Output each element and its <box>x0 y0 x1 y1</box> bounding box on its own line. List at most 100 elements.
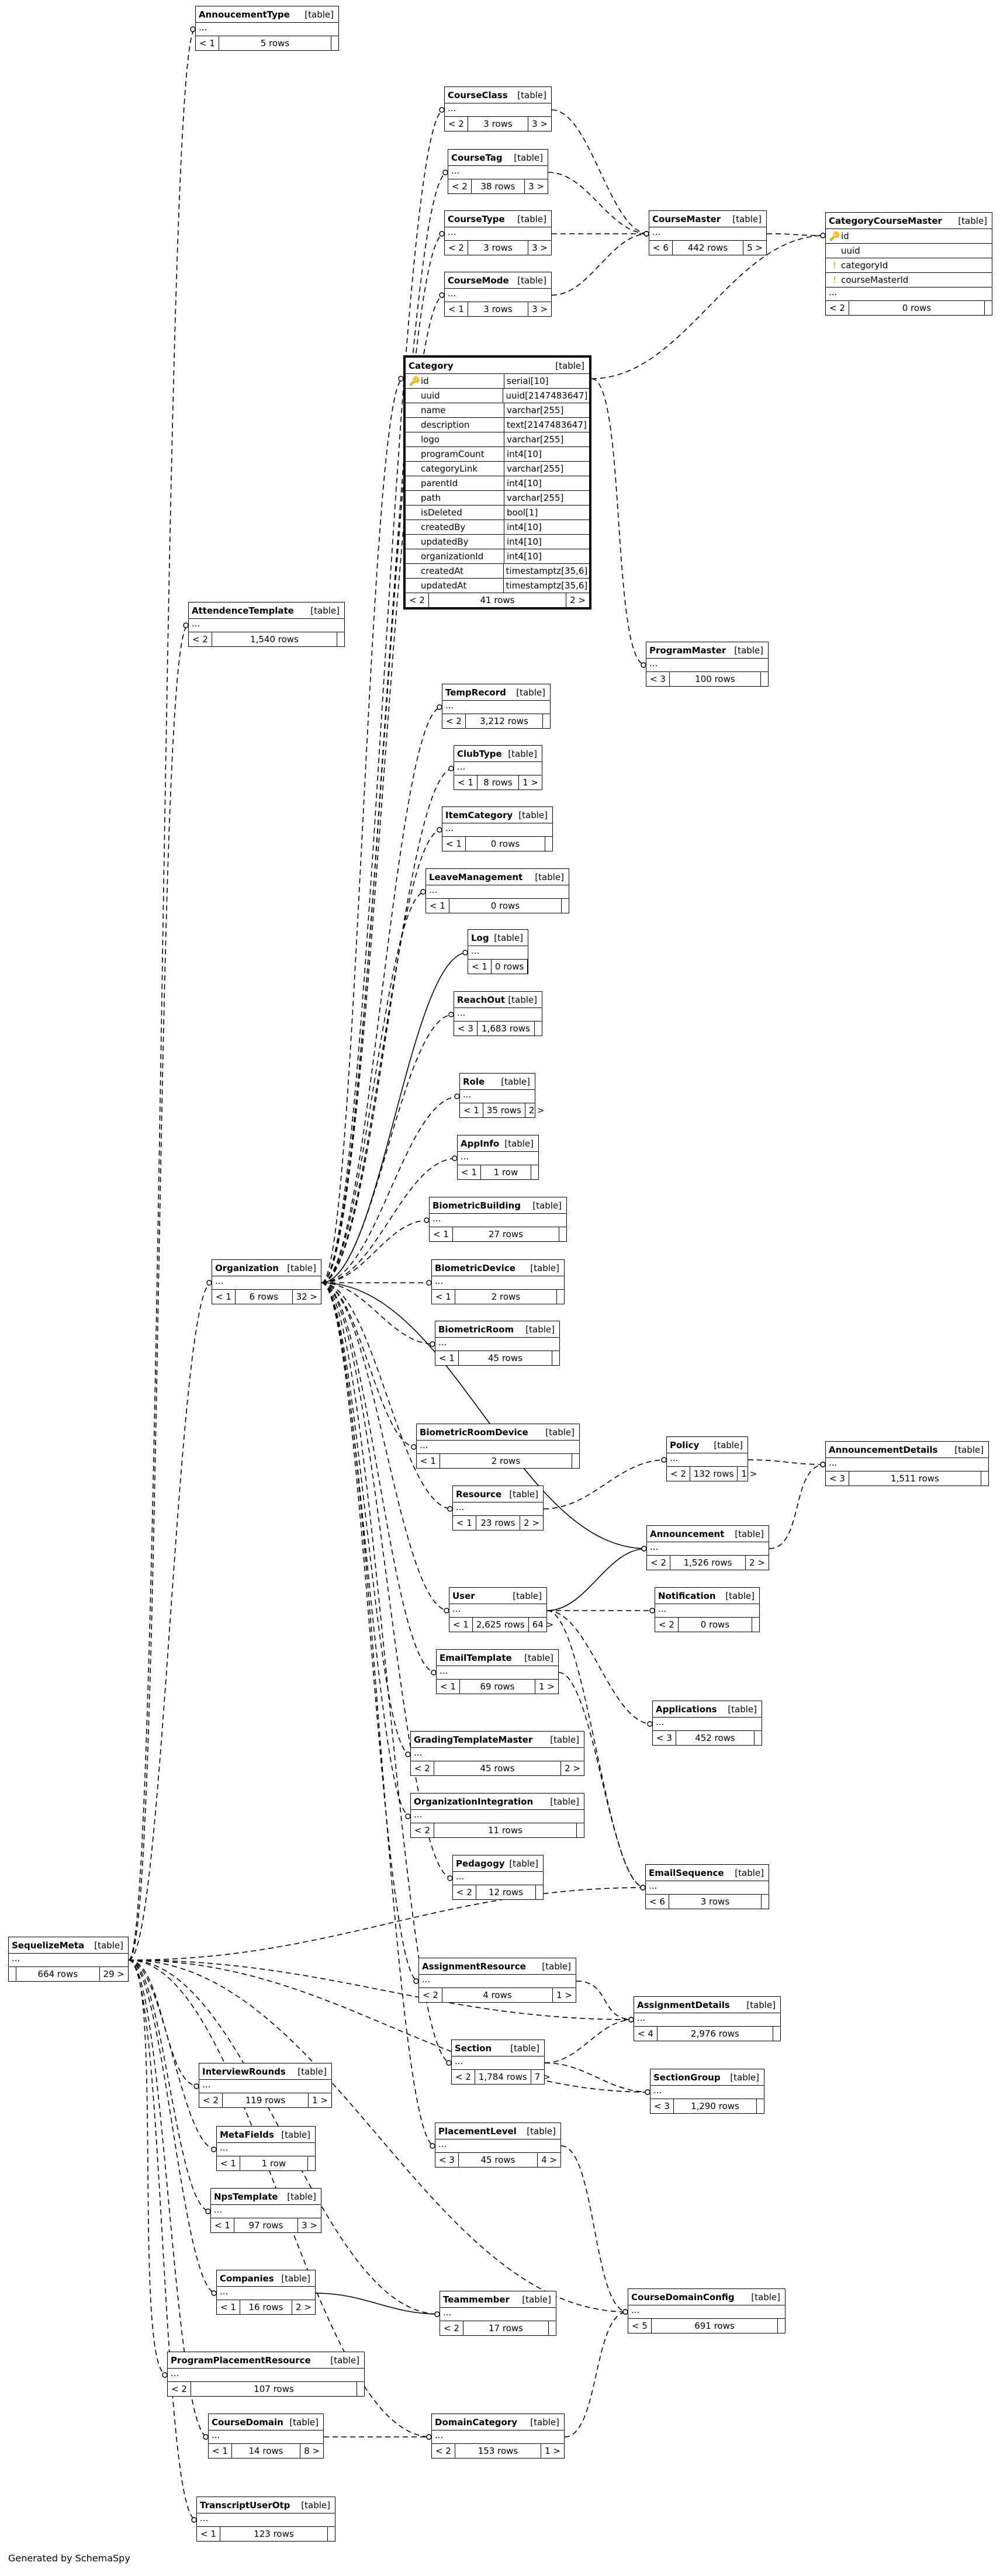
table-name[interactable]: Pedagogy <box>456 1858 505 1869</box>
parent-count[interactable]: < 1 <box>211 2218 234 2232</box>
parent-count[interactable]: < 1 <box>437 1680 460 1694</box>
parent-count[interactable]: < 1 <box>468 960 492 974</box>
table-name[interactable]: EmailSequence <box>649 1867 724 1878</box>
child-count[interactable] <box>535 1022 542 1036</box>
parent-count[interactable]: < 1 <box>426 899 449 913</box>
child-count[interactable] <box>552 1351 559 1365</box>
table-name[interactable]: AnnouncementDetails <box>829 1444 938 1455</box>
table-name[interactable]: Log <box>471 932 489 943</box>
child-count[interactable] <box>773 2027 780 2041</box>
parent-count[interactable]: < 2 <box>448 179 472 193</box>
parent-count[interactable]: < 6 <box>649 241 673 255</box>
parent-count[interactable]: < 1 <box>454 775 477 790</box>
child-count[interactable] <box>308 2156 315 2170</box>
table-name[interactable]: AttendenceTemplate <box>192 605 294 616</box>
parent-count[interactable]: < 2 <box>189 632 212 646</box>
table-name[interactable]: AppInfo <box>461 1138 500 1149</box>
table-name[interactable]: BiometricRoomDevice <box>420 1427 528 1438</box>
table-name[interactable]: Applications <box>656 1704 717 1715</box>
parent-count[interactable]: < 2 <box>647 1556 670 1570</box>
child-count[interactable] <box>572 1454 579 1468</box>
child-count[interactable]: 5 > <box>747 243 763 253</box>
table-name[interactable]: GradingTemplateMaster <box>414 1734 533 1745</box>
parent-count[interactable]: < 2 <box>411 1761 434 1775</box>
table-name[interactable]: EmailTemplate <box>440 1652 512 1663</box>
child-count[interactable] <box>357 2382 364 2396</box>
child-count[interactable] <box>559 1227 566 1241</box>
parent-count[interactable]: < 2 <box>432 2444 455 2458</box>
table-name[interactable]: Category <box>409 360 454 371</box>
child-count[interactable] <box>549 2321 556 2335</box>
table-name[interactable]: Policy <box>670 1439 700 1450</box>
parent-count[interactable]: < 1 <box>196 36 219 50</box>
child-count[interactable]: 1 > <box>741 1469 757 1479</box>
parent-count[interactable]: < 3 <box>435 2153 459 2167</box>
column-row[interactable]: uuid <box>826 244 992 258</box>
child-count[interactable]: 2 > <box>749 1557 765 1568</box>
child-count[interactable] <box>778 2319 785 2333</box>
table-name[interactable]: TempRecord <box>445 687 506 698</box>
table-name[interactable]: SectionGroup <box>653 2072 721 2083</box>
table-name[interactable]: SequelizeMeta <box>12 1940 85 1951</box>
table-name[interactable]: OrganizationIntegration <box>414 1796 534 1807</box>
child-count[interactable] <box>981 1471 988 1486</box>
table-name[interactable]: BiometricBuilding <box>432 1200 521 1211</box>
child-count[interactable]: 1 > <box>556 1990 572 2000</box>
child-count[interactable] <box>985 301 992 315</box>
table-name[interactable]: ClubType <box>457 748 502 759</box>
table-name[interactable]: CourseType <box>448 213 505 224</box>
table-name[interactable]: CategoryCourseMaster <box>829 215 942 226</box>
table-name[interactable]: InterviewRounds <box>202 2066 286 2077</box>
table-name[interactable]: AssignmentDetails <box>637 1999 730 2010</box>
parent-count[interactable]: < 6 <box>646 1895 669 1909</box>
parent-count[interactable]: < 2 <box>826 301 849 315</box>
column-row[interactable]: !categoryId <box>826 258 992 273</box>
table-name[interactable]: Teammember <box>443 2294 510 2305</box>
parent-count[interactable]: < 1 <box>212 1290 236 1304</box>
child-count[interactable] <box>762 1895 769 1909</box>
table-name[interactable]: CourseTag <box>451 152 503 163</box>
child-count[interactable] <box>328 2527 335 2541</box>
child-count[interactable]: 2 > <box>524 1518 539 1528</box>
table-name[interactable]: CourseDomainConfig <box>631 2291 735 2303</box>
child-count[interactable] <box>557 1290 564 1304</box>
table-name[interactable]: BiometricRoom <box>438 1324 514 1335</box>
child-count[interactable]: 32 > <box>296 1292 317 1302</box>
table-name[interactable]: LeaveManagement <box>429 871 523 882</box>
parent-count[interactable]: < 1 <box>432 1290 455 1304</box>
child-count[interactable] <box>531 1165 538 1179</box>
child-count[interactable]: 3 > <box>532 119 548 129</box>
child-count[interactable]: 2 > <box>296 2302 312 2312</box>
parent-count[interactable]: < 2 <box>168 2382 191 2396</box>
child-count[interactable]: 2 > <box>570 595 586 605</box>
child-count[interactable] <box>562 899 569 913</box>
table-name[interactable]: User <box>452 1590 475 1601</box>
child-count[interactable] <box>536 1885 543 1899</box>
child-count[interactable]: 3 > <box>532 243 548 253</box>
parent-count[interactable]: < 1 <box>417 1454 440 1468</box>
child-count[interactable] <box>752 1618 759 1632</box>
parent-count[interactable]: < 1 <box>430 1227 453 1241</box>
